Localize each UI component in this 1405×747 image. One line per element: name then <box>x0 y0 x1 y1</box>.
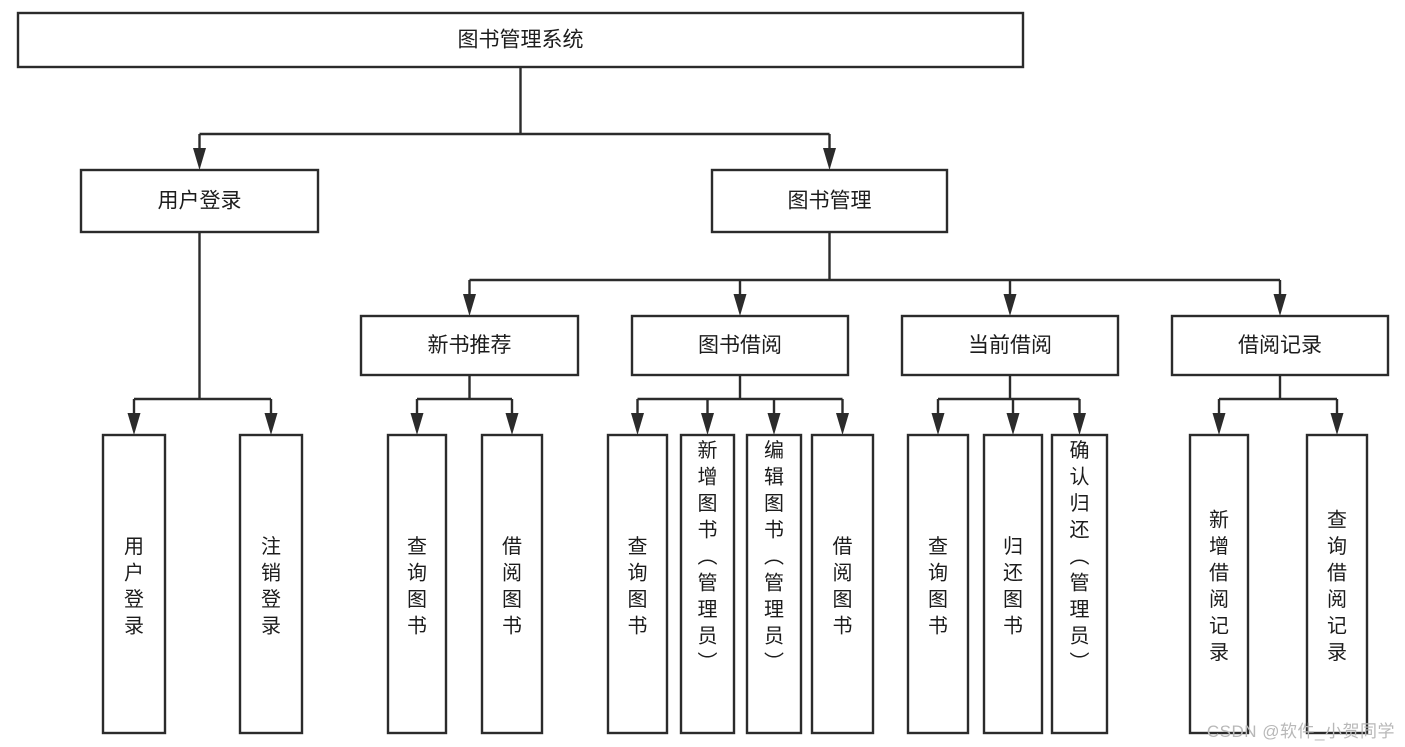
node-box <box>101 433 167 735</box>
node-box <box>745 433 803 735</box>
node-label: 编辑图书︵管理员︶ <box>764 439 784 674</box>
node-leaf-borrow-book-rec[interactable]: 借阅图书 <box>480 433 544 735</box>
node-leaf-user-logout[interactable]: 注销登录 <box>238 433 304 735</box>
node-box <box>359 314 580 377</box>
node-label: 查询图书 <box>928 535 948 638</box>
node-box <box>982 433 1044 735</box>
node-user-login[interactable]: 用户登录 <box>79 168 320 234</box>
node-label: 查询图书 <box>628 535 648 638</box>
node-leaf-edit-book[interactable]: 编辑图书︵管理员︶ <box>745 433 803 735</box>
node-borrow-record[interactable]: 借阅记录 <box>1170 314 1390 377</box>
node-box <box>79 168 320 234</box>
node-box <box>386 433 448 735</box>
node-box <box>238 433 304 735</box>
node-label: 借阅图书 <box>833 535 853 638</box>
node-label: 借阅图书 <box>502 535 522 638</box>
node-label: 查询图书 <box>407 535 427 638</box>
node-box <box>1305 433 1369 735</box>
node-box <box>1050 433 1109 735</box>
node-leaf-confirm-return[interactable]: 确认归还︵管理员︶ <box>1050 433 1109 735</box>
node-label: 借阅记录 <box>1238 334 1322 357</box>
node-book-manage[interactable]: 图书管理 <box>710 168 949 234</box>
node-label: 图书借阅 <box>698 334 782 357</box>
node-leaf-query-record[interactable]: 查询借阅记录 <box>1305 433 1369 735</box>
node-label: 归还图书 <box>1003 535 1023 638</box>
node-box <box>16 11 1025 69</box>
node-new-book-rec[interactable]: 新书推荐 <box>359 314 580 377</box>
node-current-borrow[interactable]: 当前借阅 <box>900 314 1120 377</box>
node-leaf-query-book-cur[interactable]: 查询图书 <box>906 433 970 735</box>
node-label: 新增借阅记录 <box>1209 509 1229 665</box>
node-root[interactable]: 图书管理系统 <box>16 11 1025 69</box>
node-leaf-add-record[interactable]: 新增借阅记录 <box>1188 433 1250 735</box>
node-box <box>480 433 544 735</box>
node-label: 新增图书︵管理员︶ <box>698 439 718 674</box>
node-leaf-user-login[interactable]: 用户登录 <box>101 433 167 735</box>
nodes-layer: 图书管理系统用户登录图书管理新书推荐图书借阅当前借阅借阅记录用户登录注销登录查询… <box>16 11 1390 735</box>
node-box <box>679 433 736 735</box>
node-label: 新书推荐 <box>428 334 512 357</box>
node-label: 图书管理 <box>788 190 872 213</box>
node-box <box>906 433 970 735</box>
node-label: 查询借阅记录 <box>1327 509 1347 665</box>
node-leaf-borrow-book[interactable]: 借阅图书 <box>810 433 875 735</box>
node-box <box>710 168 949 234</box>
node-box <box>1188 433 1250 735</box>
node-leaf-add-book[interactable]: 新增图书︵管理员︶ <box>679 433 736 735</box>
node-box <box>900 314 1120 377</box>
node-book-borrow[interactable]: 图书借阅 <box>630 314 850 377</box>
node-label: 确认归还︵管理员︶ <box>1070 439 1090 674</box>
node-label: 用户登录 <box>158 190 242 213</box>
node-label: 当前借阅 <box>968 334 1052 357</box>
node-box <box>606 433 669 735</box>
node-box <box>630 314 850 377</box>
node-box <box>810 433 875 735</box>
node-label: 图书管理系统 <box>458 29 584 52</box>
node-leaf-query-book-borrow[interactable]: 查询图书 <box>606 433 669 735</box>
node-label: 注销登录 <box>261 535 281 638</box>
node-leaf-query-book-rec[interactable]: 查询图书 <box>386 433 448 735</box>
node-leaf-return-book[interactable]: 归还图书 <box>982 433 1044 735</box>
node-label: 用户登录 <box>124 536 144 638</box>
node-box <box>1170 314 1390 377</box>
edges-layer <box>127 67 1344 435</box>
